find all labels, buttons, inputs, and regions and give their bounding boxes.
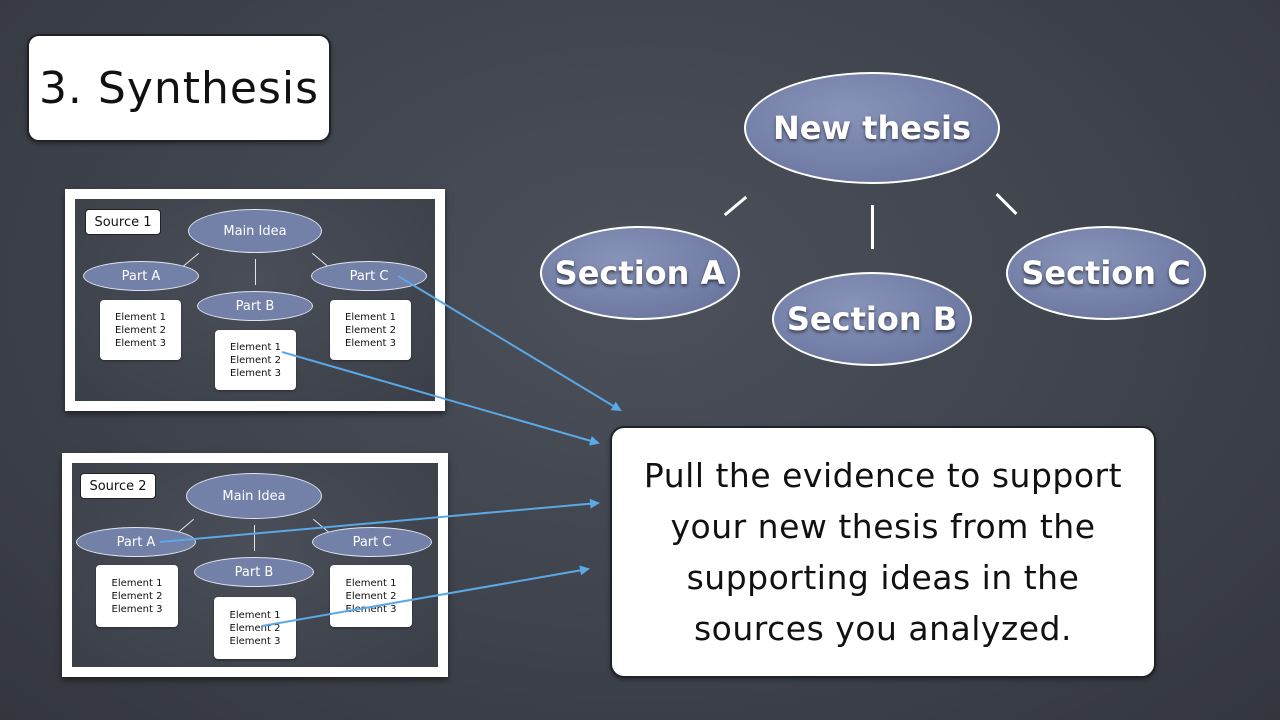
slide-title: 3. Synthesis bbox=[38, 62, 320, 114]
element-2: Element 2 bbox=[111, 590, 163, 602]
caption-line-1: Pull the evidence to support bbox=[643, 456, 1123, 495]
source-2-main-idea: Main Idea bbox=[186, 473, 322, 519]
source-1-line-b bbox=[255, 259, 256, 285]
element-2: Element 2 bbox=[345, 590, 397, 602]
new-thesis-label: New thesis bbox=[772, 109, 972, 147]
connector-thesis-section-b bbox=[871, 205, 874, 249]
element-1: Element 1 bbox=[345, 311, 396, 323]
element-3: Element 3 bbox=[230, 367, 281, 379]
element-3: Element 3 bbox=[345, 337, 396, 349]
element-3: Element 3 bbox=[115, 337, 166, 349]
element-1: Element 1 bbox=[115, 311, 166, 323]
source-1-thumbnail: Source 1 Main Idea Part A Part B Part C … bbox=[65, 189, 445, 411]
caption-line-4: sources you analyzed. bbox=[693, 609, 1072, 648]
element-3: Element 3 bbox=[229, 635, 281, 647]
element-3: Element 3 bbox=[111, 603, 163, 615]
source-2-slide: Source 2 Main Idea Part A Part B Part C … bbox=[72, 463, 438, 667]
source-2-line-b bbox=[254, 525, 255, 551]
source-1-part-a: Part A bbox=[83, 261, 199, 291]
source-1-part-c: Part C bbox=[311, 261, 427, 291]
section-c-oval: Section C bbox=[1006, 226, 1206, 320]
source-2-part-c-elements: Element 1 Element 2 Element 3 bbox=[330, 565, 412, 627]
source-1-slide: Source 1 Main Idea Part A Part B Part C … bbox=[75, 199, 435, 401]
section-b-oval: Section B bbox=[772, 272, 972, 366]
element-1: Element 1 bbox=[111, 577, 163, 589]
element-1: Element 1 bbox=[345, 577, 397, 589]
slide-title-box: 3. Synthesis bbox=[27, 34, 331, 142]
source-2-part-c: Part C bbox=[312, 527, 432, 557]
element-2: Element 2 bbox=[345, 324, 396, 336]
section-c-label: Section C bbox=[1021, 254, 1191, 292]
source-2-part-a-elements: Element 1 Element 2 Element 3 bbox=[96, 565, 178, 627]
caption-line-2: your new thesis from the bbox=[670, 507, 1096, 546]
source-2-label: Source 2 bbox=[80, 473, 156, 499]
element-2: Element 2 bbox=[229, 622, 281, 634]
caption-box: Pull the evidence to support your new th… bbox=[610, 426, 1156, 678]
source-1-part-c-elements: Element 1 Element 2 Element 3 bbox=[330, 300, 411, 360]
source-1-label: Source 1 bbox=[85, 209, 161, 235]
section-a-oval: Section A bbox=[540, 226, 740, 320]
source-2-part-a: Part A bbox=[76, 527, 196, 557]
new-thesis-oval: New thesis bbox=[744, 72, 1000, 184]
connector-thesis-section-a bbox=[723, 195, 748, 217]
source-2-part-b: Part B bbox=[194, 557, 314, 587]
element-2: Element 2 bbox=[115, 324, 166, 336]
source-2-part-b-elements: Element 1 Element 2 Element 3 bbox=[214, 597, 296, 659]
source-1-part-b: Part B bbox=[197, 291, 313, 321]
section-a-label: Section A bbox=[554, 254, 726, 292]
connector-thesis-section-c bbox=[995, 193, 1018, 215]
source-1-part-b-elements: Element 1 Element 2 Element 3 bbox=[215, 330, 296, 390]
element-1: Element 1 bbox=[229, 609, 281, 621]
source-1-part-a-elements: Element 1 Element 2 Element 3 bbox=[100, 300, 181, 360]
caption-line-3: supporting ideas in the bbox=[686, 558, 1080, 597]
section-b-label: Section B bbox=[786, 300, 958, 338]
source-2-thumbnail: Source 2 Main Idea Part A Part B Part C … bbox=[62, 453, 448, 677]
element-3: Element 3 bbox=[345, 603, 397, 615]
element-1: Element 1 bbox=[230, 341, 281, 353]
element-2: Element 2 bbox=[230, 354, 281, 366]
source-1-main-idea: Main Idea bbox=[188, 209, 322, 253]
